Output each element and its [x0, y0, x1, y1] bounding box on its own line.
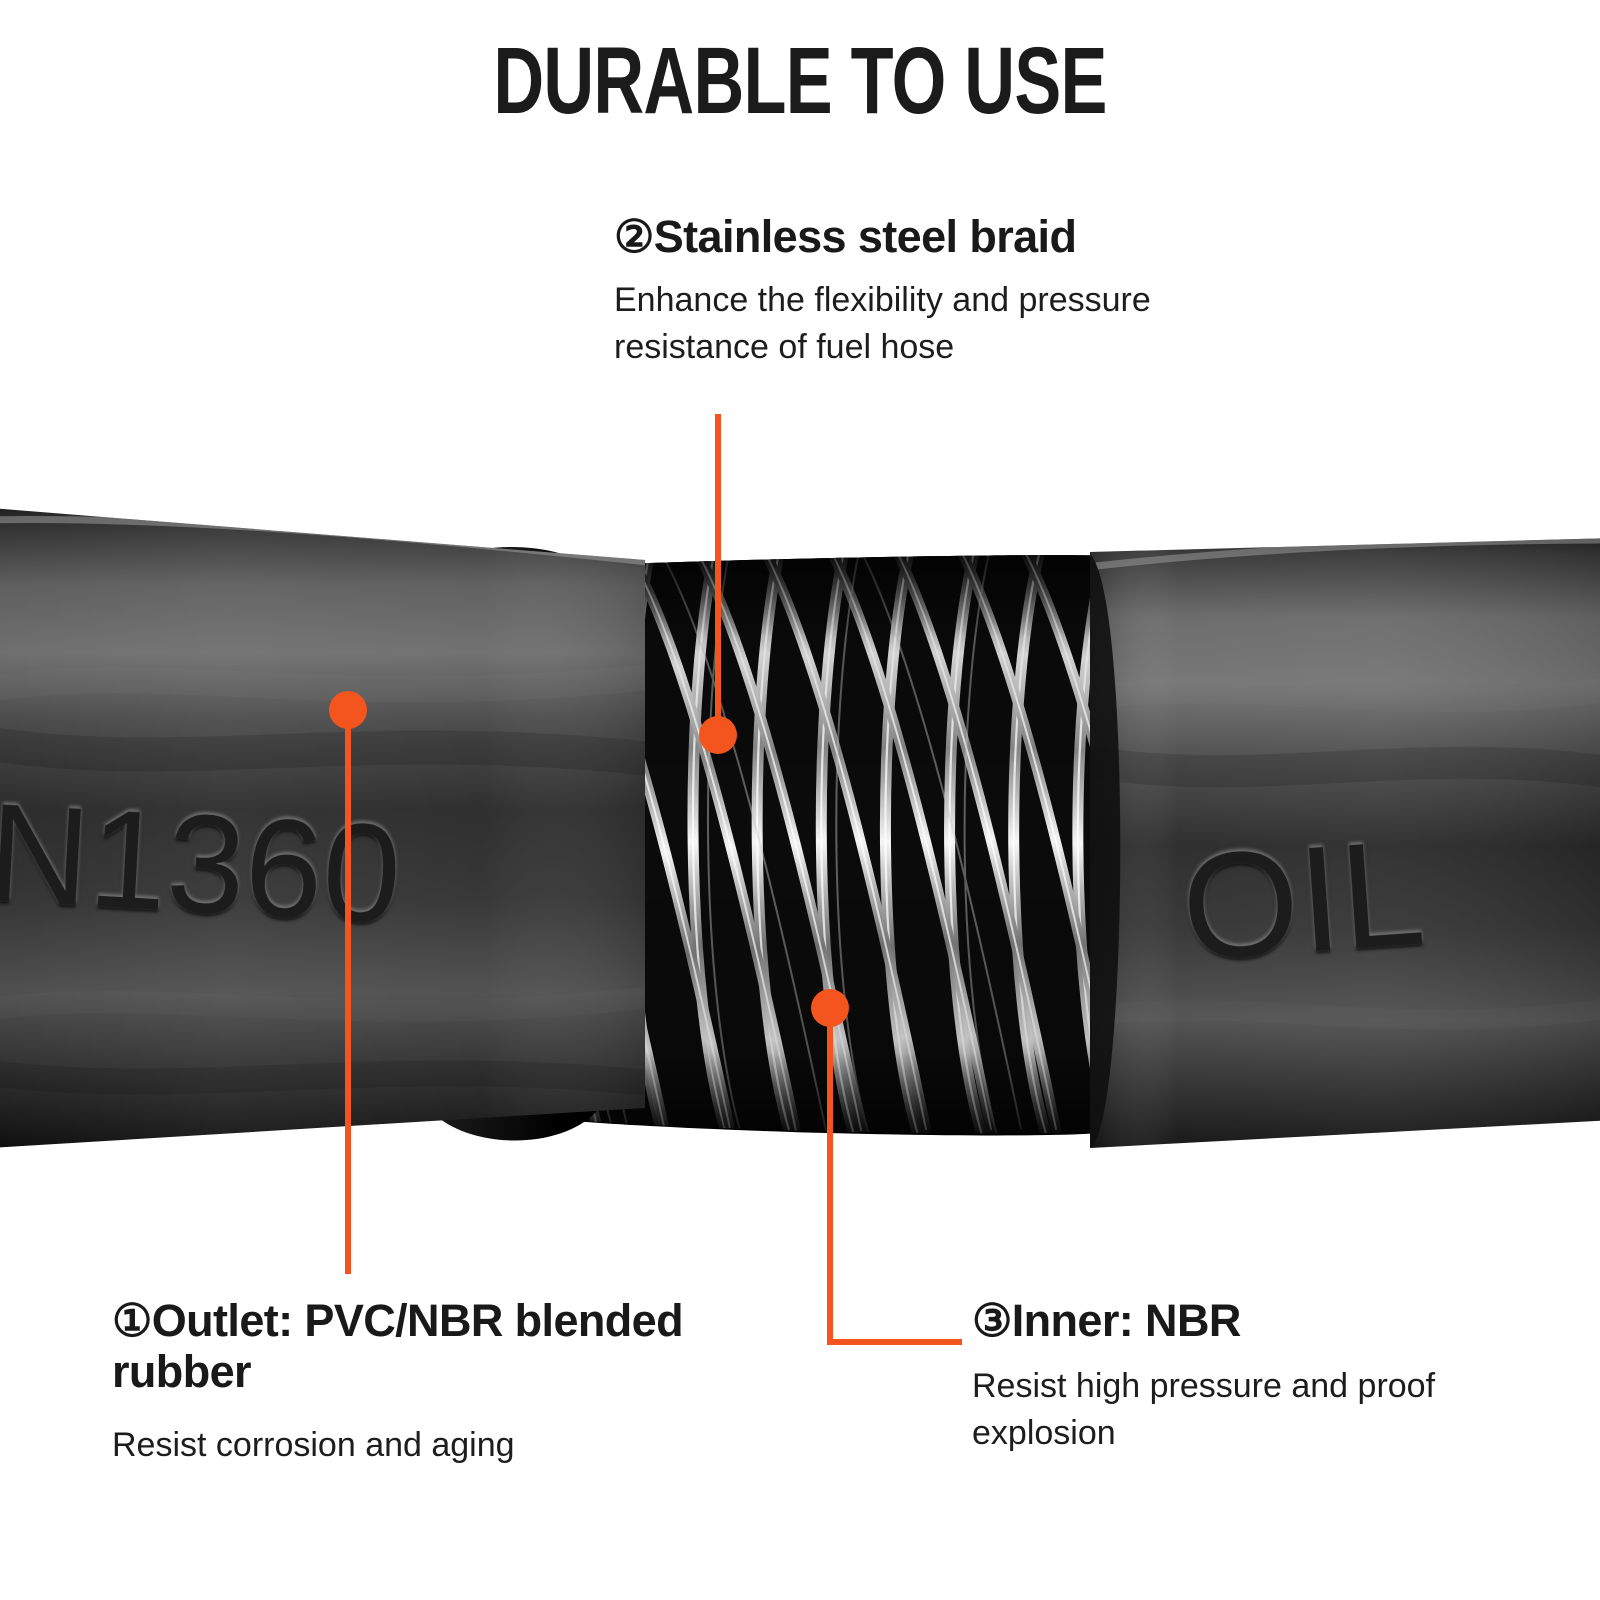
- callout-3-heading-text: Inner: NBR: [1011, 1295, 1242, 1346]
- callout-outlet-rubber: ①Outlet: PVC/NBR blended rubber Resist c…: [112, 1295, 752, 1469]
- left-hose-segment: N1360: [0, 508, 645, 1148]
- callout-inner-nbr: ③Inner: NBR Resist high pressure and pro…: [972, 1295, 1492, 1458]
- left-collar-ring: [403, 547, 631, 1141]
- callout-3-heading: ③Inner: NBR: [972, 1295, 1492, 1347]
- inner-nbr-tube: [440, 555, 1108, 1136]
- callout-1-heading-text: Outlet: PVC/NBR blended rubber: [112, 1295, 684, 1397]
- left-segment-embossing: N1360: [0, 773, 405, 953]
- leader-line-3: [827, 1008, 962, 1345]
- callout-3-marker: ③: [972, 1295, 1012, 1346]
- callout-2-heading: ②Stainless steel braid: [614, 211, 1314, 263]
- leader-dots: [329, 691, 849, 1027]
- callout-1-heading: ①Outlet: PVC/NBR blended rubber: [112, 1295, 752, 1398]
- page-title: DURABLE TO USE: [493, 28, 1107, 134]
- callout-2-marker: ②: [614, 211, 654, 262]
- callout-1-marker: ①: [112, 1295, 152, 1346]
- callout-stainless-steel-braid: ②Stainless steel braid Enhance the flexi…: [614, 211, 1314, 372]
- callout-3-description: Resist high pressure and proof explosion: [972, 1366, 1436, 1453]
- leader-lines: [345, 414, 962, 1345]
- callout-2-heading-text: Stainless steel braid: [653, 211, 1077, 262]
- leader-dot-1: [329, 691, 367, 729]
- leader-dot-3: [811, 989, 849, 1027]
- right-segment-embossing: OIL: [1177, 807, 1430, 991]
- stainless-steel-braid: [440, 555, 1105, 1134]
- callout-1-description: Resist corrosion and aging: [112, 1425, 515, 1464]
- leader-dot-2: [699, 716, 737, 754]
- right-hose-segment: OIL: [1090, 538, 1600, 1148]
- callout-2-description: Enhance the flexibility and pressure res…: [614, 280, 1151, 367]
